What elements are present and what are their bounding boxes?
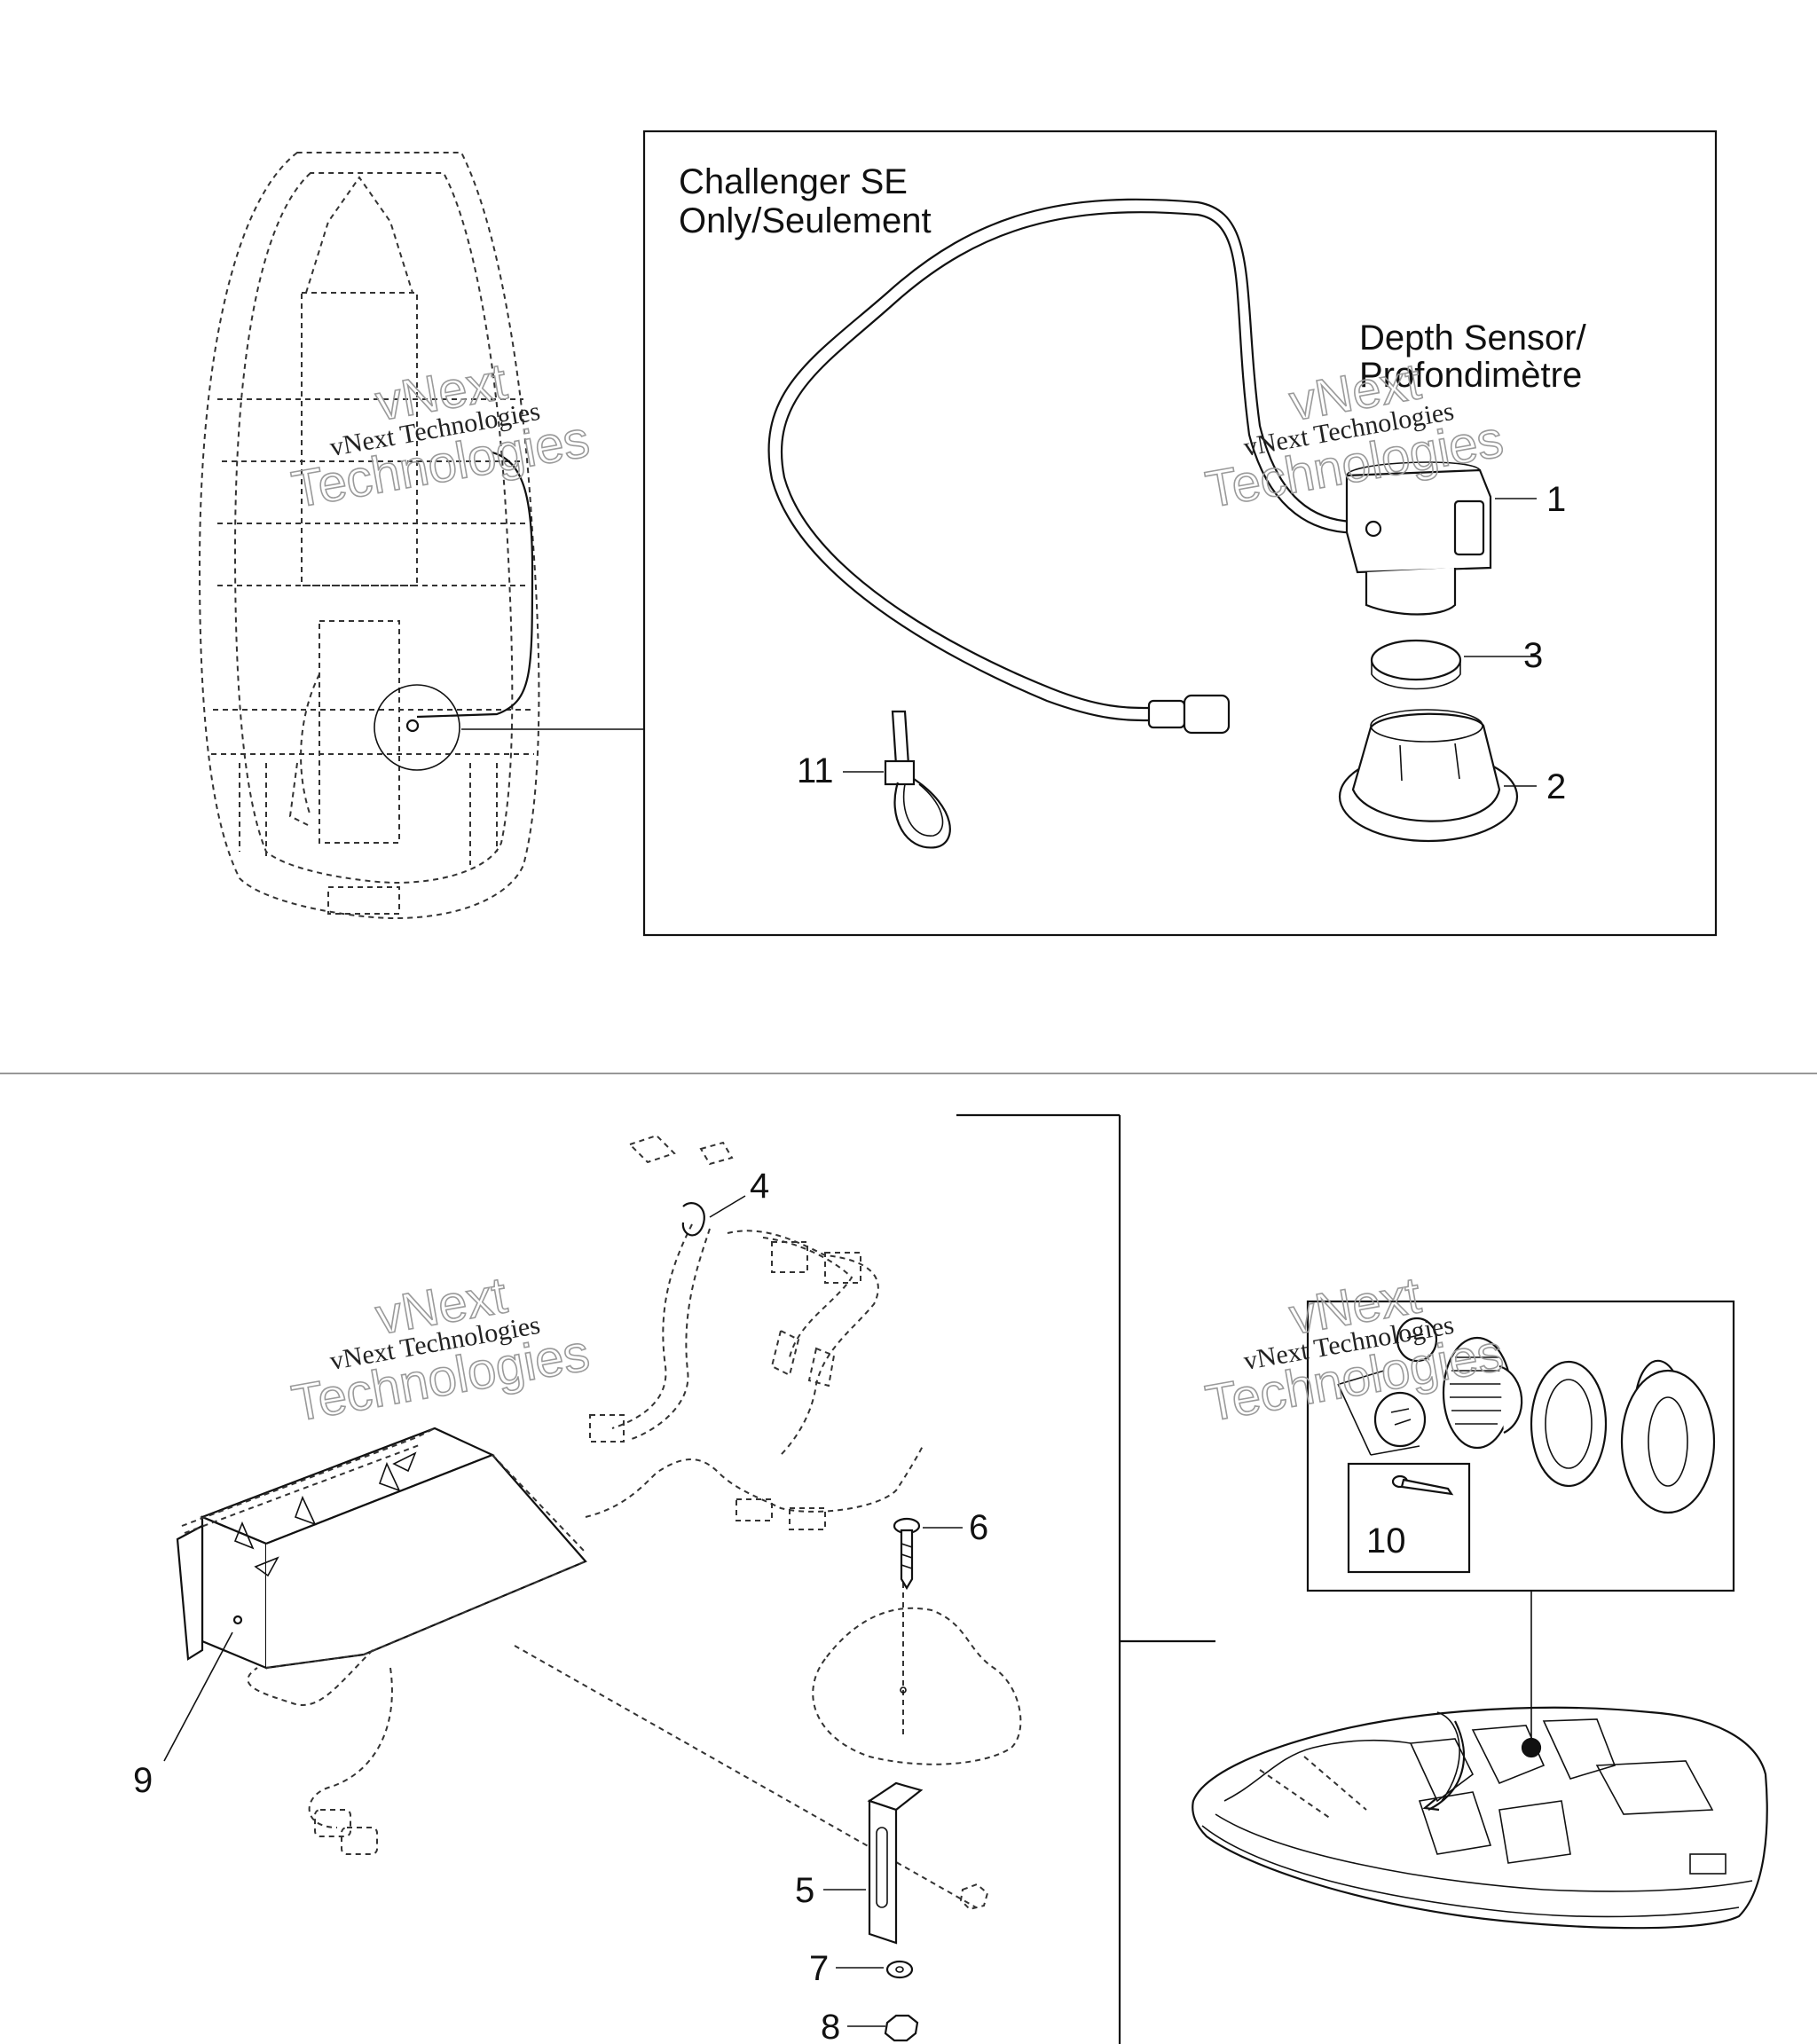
sensor-disc [1370, 639, 1537, 690]
callout-3: 3 [1523, 636, 1543, 675]
watermark-top-left: vNext Technologies vNext Technologies [287, 351, 594, 519]
callout-9: 9 [133, 1761, 153, 1800]
boat-top-view [198, 152, 644, 920]
depth-sensor [1345, 461, 1537, 616]
callout-6: 6 [969, 1508, 988, 1547]
panel-heading-line2: Only/Seulement [679, 201, 932, 240]
speaker-assembly [1337, 1317, 1716, 1514]
mounting-hardware [514, 1517, 1022, 2042]
callout-7: 7 [809, 1949, 829, 1988]
callout-11: 11 [797, 751, 834, 790]
cable-tie [843, 710, 951, 849]
sensor-housing [1338, 709, 1537, 843]
panel-heading-line1: Challenger SE [679, 162, 908, 201]
sensor-cable [767, 198, 1367, 735]
callout-4: 4 [750, 1167, 769, 1206]
boat-side-view [1192, 1706, 1768, 1930]
sensor-label-line1: Depth Sensor/ [1359, 318, 1587, 358]
watermark-bottom-left: vNext Technologies vNext Technologies [287, 1265, 594, 1433]
callout-1: 1 [1546, 480, 1566, 519]
detail-panel-speaker [1306, 1300, 1735, 1592]
callout-10: 10 [1366, 1521, 1406, 1561]
wiring-harness [585, 1134, 924, 1530]
detail-panel-top [642, 130, 1718, 937]
screw-box [1347, 1462, 1471, 1574]
callout-2: 2 [1546, 767, 1566, 806]
callout-5: 5 [795, 1871, 814, 1910]
sensor-label-line2: Profondimètre [1359, 356, 1582, 395]
bottom-frame [956, 1113, 1215, 2044]
electronic-module [163, 1427, 587, 1855]
screw-10 [1391, 1474, 1454, 1496]
callout-8: 8 [821, 2008, 840, 2044]
